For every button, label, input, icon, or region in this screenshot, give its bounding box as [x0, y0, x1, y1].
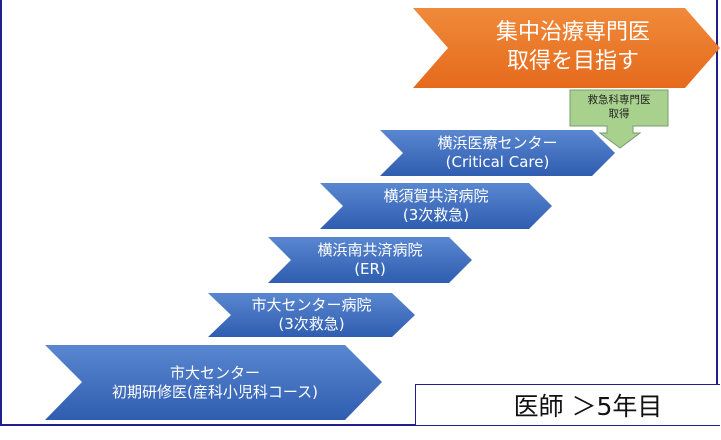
goal-label: 集中治療専門医 取得を目指す [448, 8, 698, 88]
step-1-line2: 初期研修医(産科小児科コース) [112, 382, 318, 401]
step-4-label: 横須賀共済病院 (3次救急) [340, 183, 532, 229]
step-3-line1: 横浜南共済病院 [317, 241, 423, 260]
goal-line1: 集中治療専門医 [495, 20, 650, 46]
step-2-line2: (3次救急) [278, 315, 345, 333]
diagram-frame [0, 0, 718, 426]
step-chevron-5 [380, 130, 615, 176]
step-5-label: 横浜医療センター (Critical Care) [400, 130, 595, 176]
goal-line2: 取得を目指す [506, 49, 639, 74]
callout-line2: 取得 [608, 108, 630, 120]
year-label-box: 医師 ＞5年目 [415, 384, 720, 426]
step-5-line1: 横浜医療センター [437, 134, 558, 153]
callout-arrow [569, 89, 669, 149]
step-chevron-3 [268, 237, 472, 283]
step-4-line2: (3次救急) [402, 206, 470, 224]
step-2-line1: 市大センター病院 [251, 296, 372, 315]
year-label: 医師 ＞5年目 [513, 392, 663, 421]
step-3-line2: (ER) [354, 260, 386, 278]
callout-line1: 救急科専門医 [587, 94, 651, 107]
goal-chevron [413, 8, 720, 88]
step-5-line2: (Critical Care) [445, 153, 550, 171]
step-chevron-1 [45, 345, 382, 420]
step-1-label: 市大センター 初期研修医(産科小児科コース) [80, 345, 350, 420]
step-3-label: 横浜南共済病院 (ER) [288, 237, 452, 283]
callout-label: 救急科専門医 取得 [570, 90, 668, 126]
step-1-line1: 市大センター [169, 363, 260, 382]
step-chevron-2 [208, 293, 415, 337]
step-chevron-4 [320, 183, 552, 229]
step-4-line1: 横須賀共済病院 [383, 187, 489, 206]
step-2-label: 市大センター病院 (3次救急) [228, 293, 395, 337]
